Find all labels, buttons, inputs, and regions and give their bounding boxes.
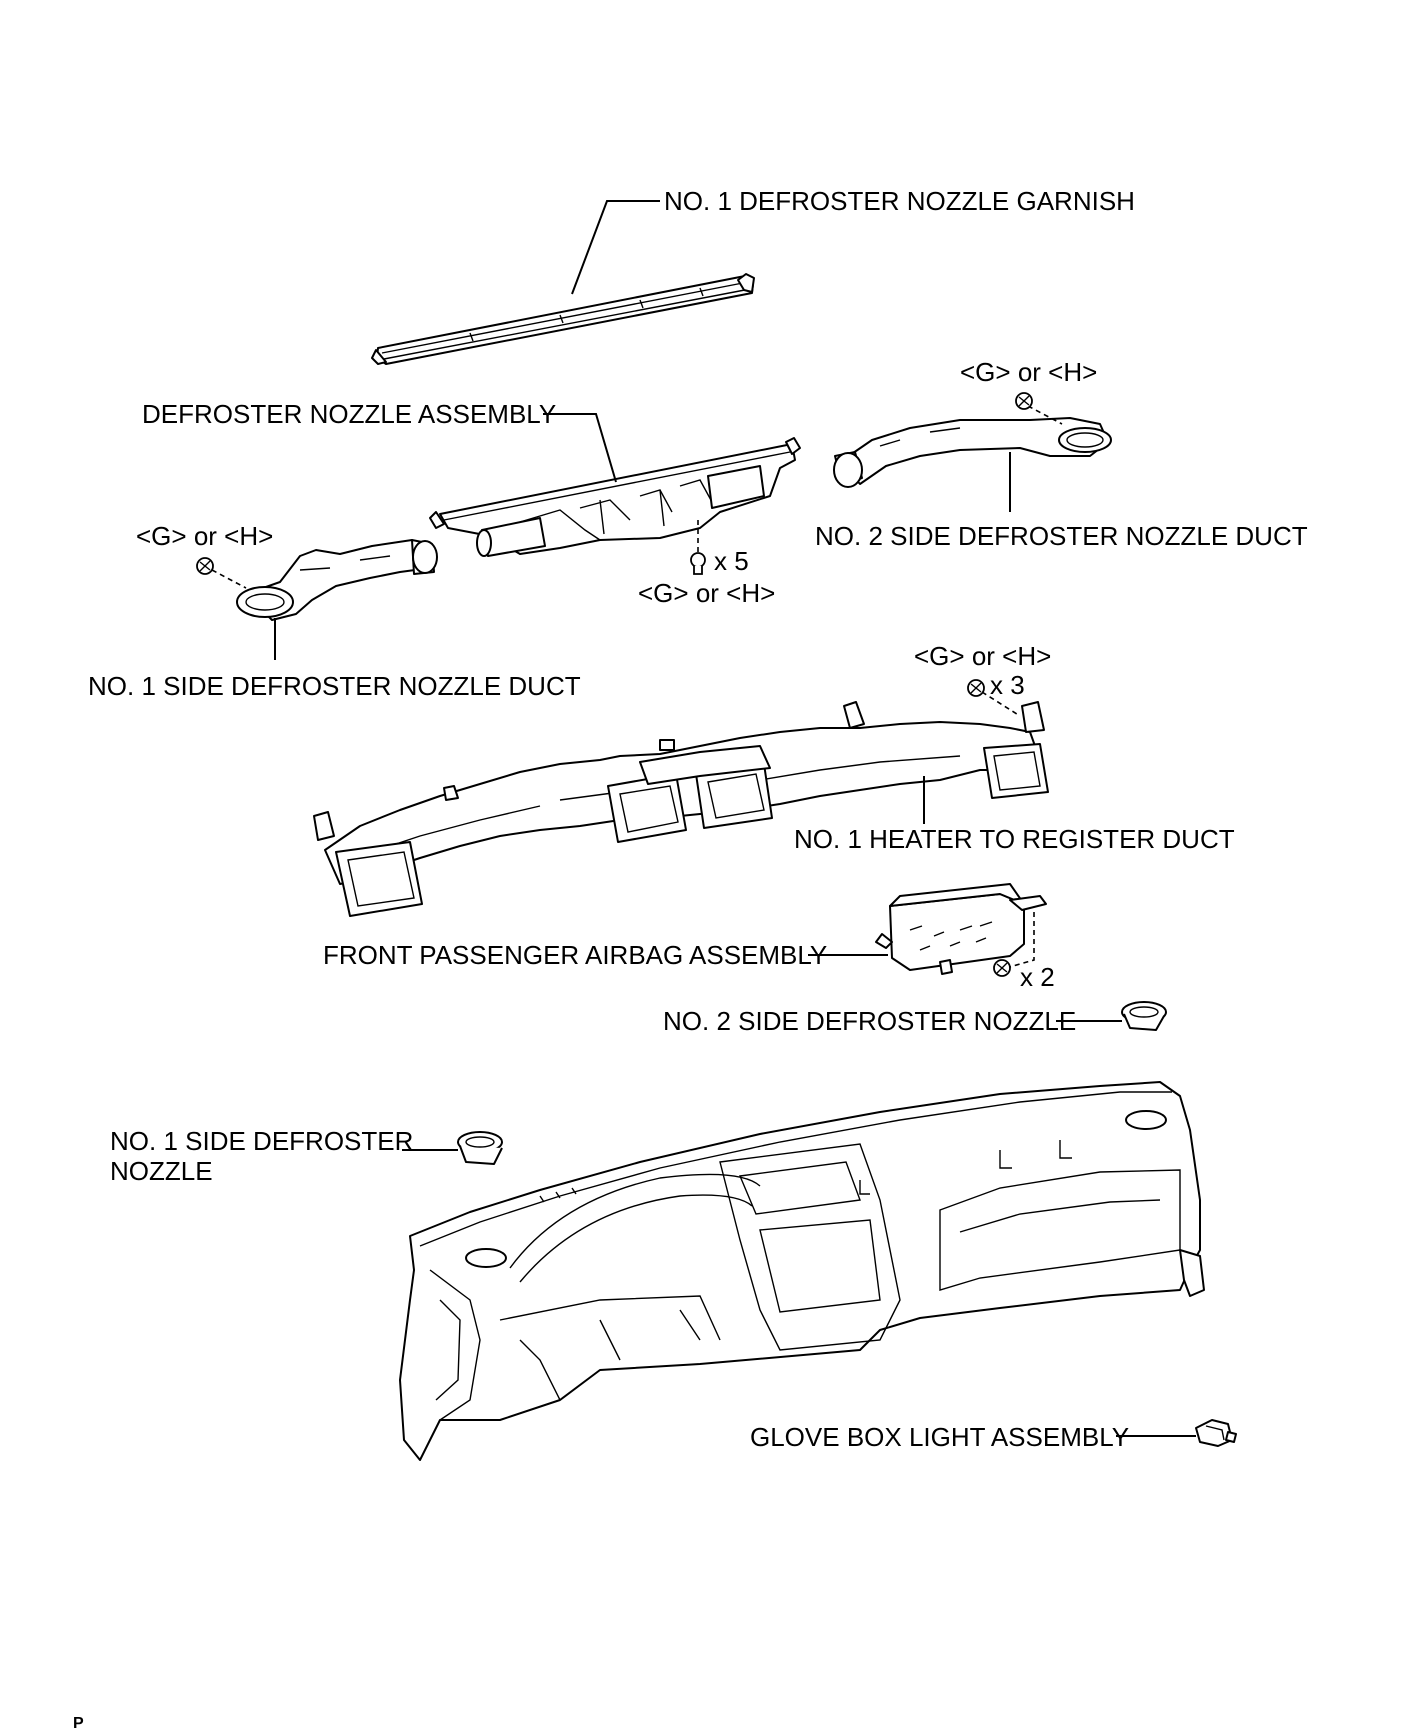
defroster-nozzle-garnish <box>371 273 755 365</box>
fastener-type-heater-duct: <G> or <H> <box>914 641 1051 671</box>
glove-box-light-assembly <box>1195 1419 1237 1447</box>
fastener-qty-airbag: x 2 <box>1020 962 1055 992</box>
label-glove-box-light: GLOVE BOX LIGHT ASSEMBLY <box>750 1422 1129 1452</box>
label-side-duct-2: NO. 2 SIDE DEFROSTER NOZZLE DUCT <box>815 521 1308 551</box>
garnish-leader <box>571 200 660 295</box>
page-marker: P <box>73 1715 84 1732</box>
no1-side-defroster-nozzle <box>457 1131 503 1165</box>
label-side-nozzle-1-line1: NO. 1 SIDE DEFROSTER <box>110 1126 413 1156</box>
no2-side-defroster-nozzle <box>1121 1001 1167 1031</box>
label-side-duct-1: NO. 1 SIDE DEFROSTER NOZZLE DUCT <box>88 671 581 701</box>
no1-side-defroster-nozzle-duct <box>236 539 438 621</box>
label-airbag: FRONT PASSENGER AIRBAG ASSEMBLY <box>323 940 827 970</box>
no1-heater-to-register-duct <box>313 701 1049 917</box>
fastener-type-no2-duct: <G> or <H> <box>960 357 1097 387</box>
front-passenger-airbag-assembly <box>875 883 1047 975</box>
screw-icon <box>196 557 214 575</box>
instrument-panel <box>399 1081 1205 1461</box>
label-nozzle-assembly: DEFROSTER NOZZLE ASSEMBLY <box>142 399 556 429</box>
screw-icon <box>690 552 706 575</box>
fastener-qty-nozzle-assembly: x 5 <box>714 546 749 576</box>
screw-icon <box>1015 392 1033 410</box>
screw-line-heater-duct <box>981 691 1021 717</box>
label-heater-duct: NO. 1 HEATER TO REGISTER DUCT <box>794 824 1235 854</box>
label-garnish: NO. 1 DEFROSTER NOZZLE GARNISH <box>664 186 1135 216</box>
label-side-nozzle-1-line2: NOZZLE <box>110 1156 213 1186</box>
screw-icon <box>967 679 985 697</box>
label-side-nozzle-2: NO. 2 SIDE DEFROSTER NOZZLE <box>663 1006 1076 1036</box>
screw-line-no2-duct <box>1027 405 1063 425</box>
screw-icon <box>993 959 1011 977</box>
fastener-qty-heater-duct: x 3 <box>990 670 1025 700</box>
screw-line-no1-duct <box>211 569 247 589</box>
screw-line-airbag <box>1005 912 1035 969</box>
fastener-type-nozzle-assembly: <G> or <H> <box>638 578 775 608</box>
fastener-type-no1-duct: <G> or <H> <box>136 521 273 551</box>
no2-side-defroster-nozzle-duct <box>833 417 1112 488</box>
defroster-nozzle-assembly <box>429 437 801 557</box>
nozzle-assembly-leader <box>543 413 617 483</box>
